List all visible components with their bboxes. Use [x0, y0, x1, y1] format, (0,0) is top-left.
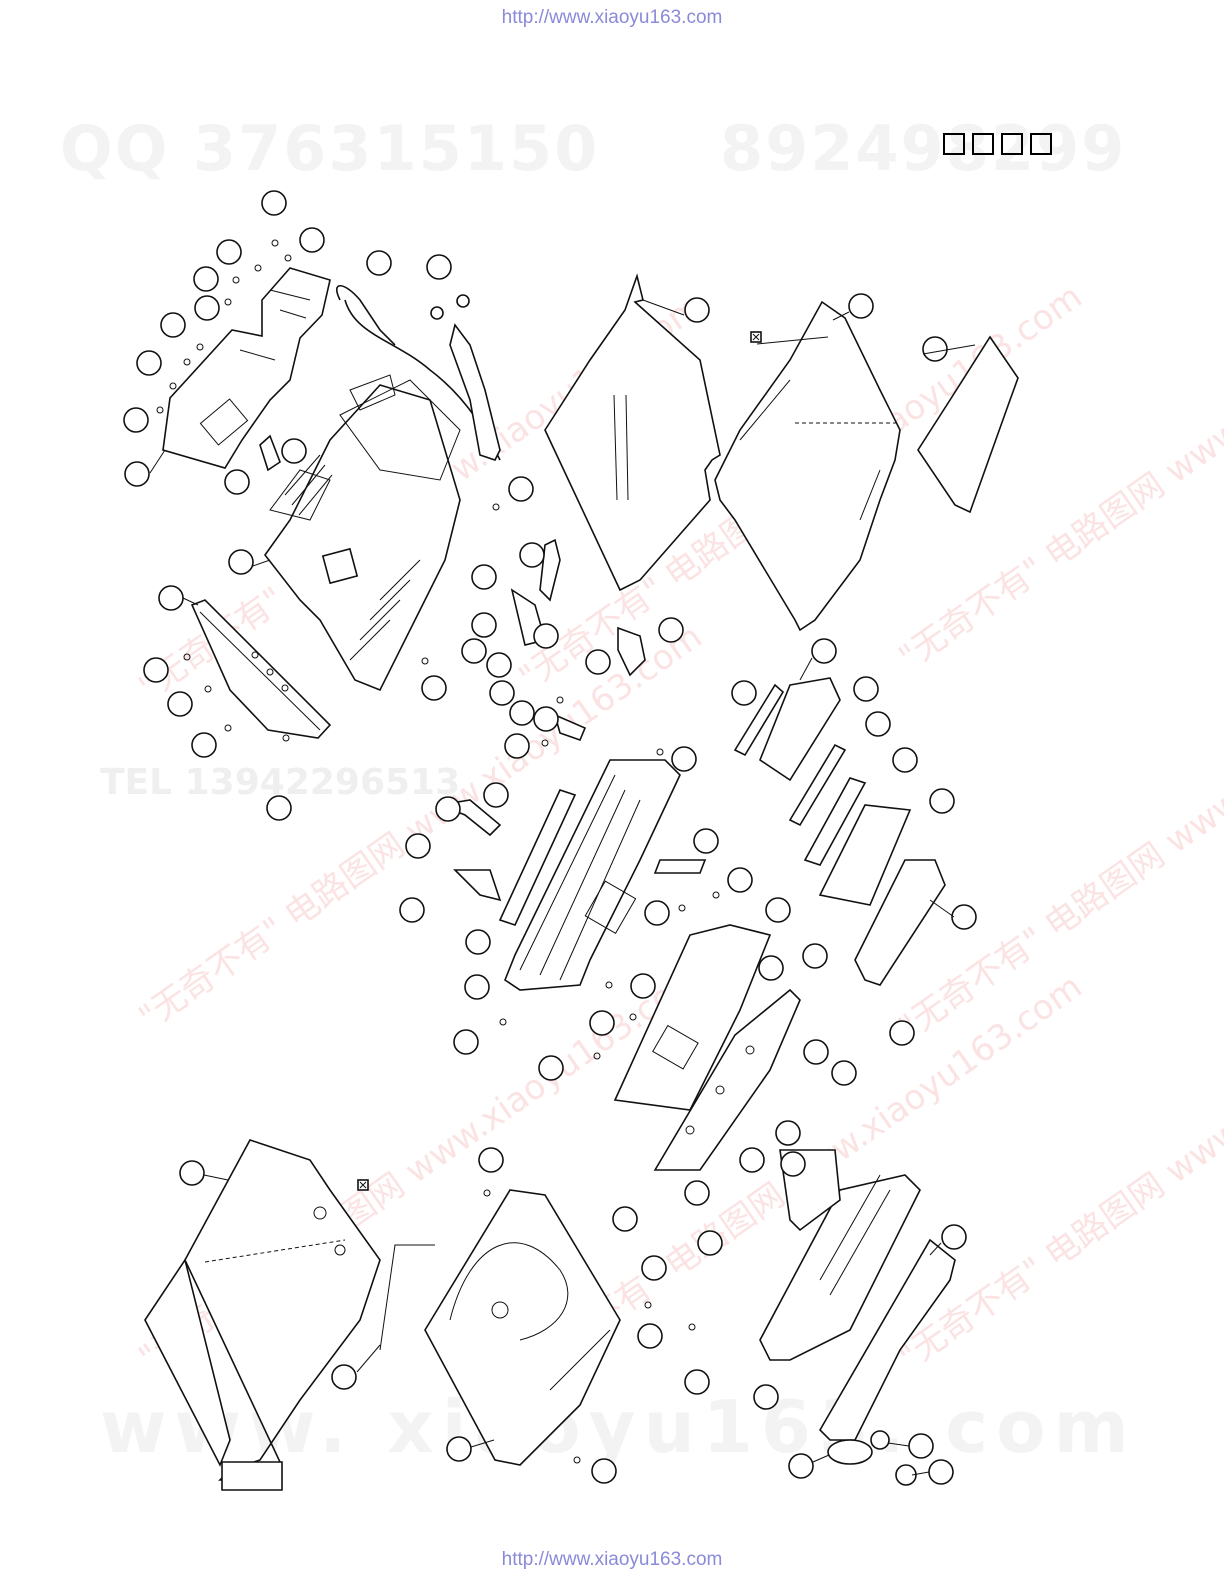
- rear-bracket-assembly: [162, 267, 331, 472]
- insulation-sheet: [917, 335, 1019, 514]
- header-url[interactable]: http://www.xiaoyu163.com: [501, 7, 723, 28]
- title-box: [943, 133, 965, 155]
- control-pcb: [653, 988, 801, 1171]
- leader-lines: [149, 299, 976, 1476]
- mechanism-chassis: [437, 538, 681, 991]
- volume-knob-parts: [827, 1430, 917, 1486]
- title-boxes: [943, 133, 1052, 155]
- cd-mechanism: [424, 1189, 621, 1466]
- watermark-qq-right: 892498299: [720, 112, 1127, 185]
- front-panel: [759, 1149, 956, 1441]
- screws: [156, 239, 720, 1464]
- bottom-cover-frame: [714, 300, 901, 632]
- main-pcb: [264, 374, 461, 692]
- heatsink-plate: [190, 599, 332, 739]
- left-chassis: [144, 1139, 381, 1491]
- title-box: [1030, 133, 1052, 155]
- title-box: [972, 133, 994, 155]
- top-cover-sheet: [544, 273, 721, 592]
- callouts: [123, 190, 977, 1485]
- front-panel-parts: [733, 677, 946, 986]
- rca-cable: [336, 284, 501, 461]
- watermark-qq: QQ 376315150: [60, 112, 600, 185]
- title-box: [1001, 133, 1023, 155]
- footer-url[interactable]: http://www.xiaoyu163.com: [501, 1549, 723, 1570]
